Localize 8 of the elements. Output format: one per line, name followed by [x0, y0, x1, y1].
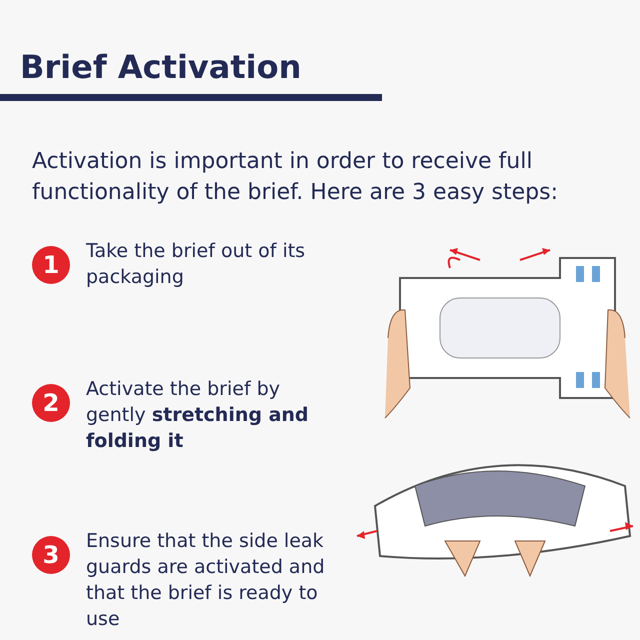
step-number: 1 [32, 246, 70, 284]
title: Brief Activation [20, 48, 302, 86]
step-number: 2 [32, 384, 70, 422]
step-text: Take the brief out of its packaging [86, 239, 306, 290]
step-text: Activate the brief by gently stretching and folding it [86, 377, 310, 454]
step-number: 3 [32, 536, 70, 574]
intro-text: Activation is important in order to receive full functionality of the brief. Here are 3 easy steps: [32, 148, 559, 207]
step-text: Ensure that the side leak guards are activated and that the brief is ready to use [86, 529, 326, 632]
